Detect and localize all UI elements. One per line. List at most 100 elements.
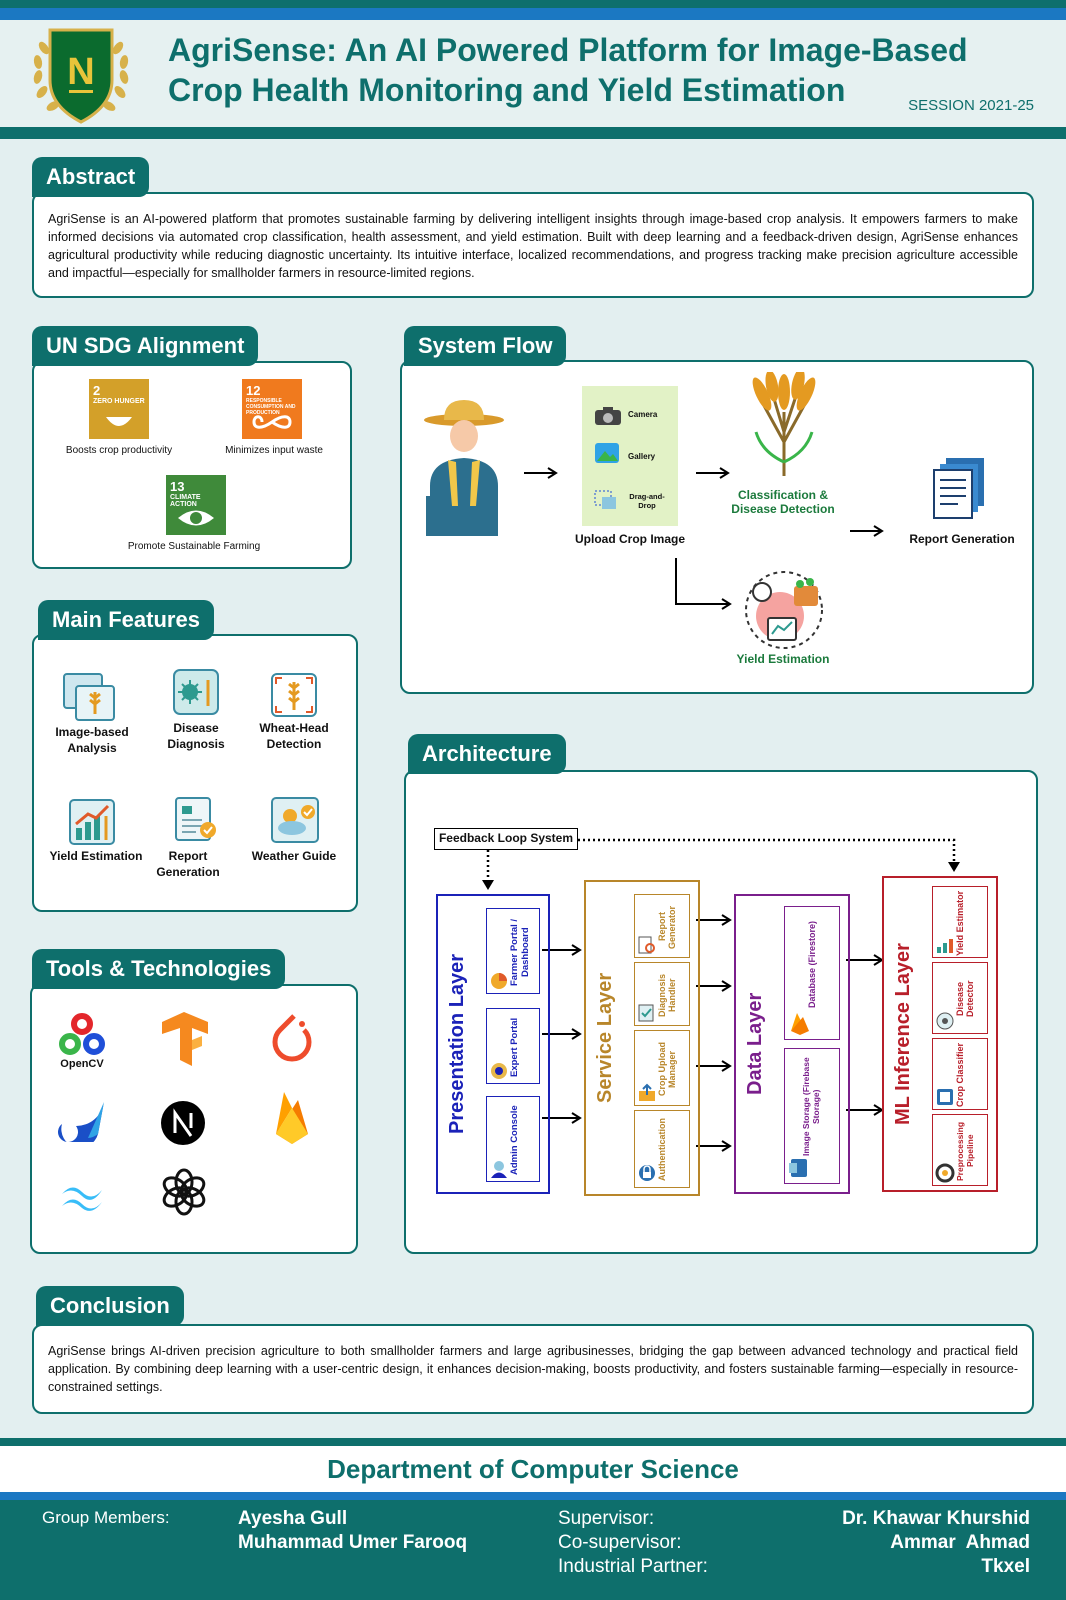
admin-console-label: Admin Console (509, 1105, 520, 1175)
camera-icon (595, 407, 621, 425)
feature-yield-estimation-label: Yield Estimation (49, 849, 143, 863)
flutter-like-icon (58, 1102, 104, 1142)
arrow-right-icon (524, 467, 558, 479)
upload-icon (639, 1083, 655, 1101)
expert-icon (491, 1063, 507, 1079)
crop-upload-manager-label: Crop Upload Manager (657, 1042, 677, 1096)
member-2: Muhammad Umer Farooq (238, 1532, 468, 1553)
report-generator-card: Report Generator (634, 894, 690, 958)
header-bottom-band (0, 127, 1066, 139)
wheat-icon (271, 673, 317, 717)
yield-estimation-label: Yield Estimation (736, 652, 830, 666)
sdg-13-tile: 13 CLIMATE ACTION (166, 475, 226, 535)
crop-upload-manager-card: Crop Upload Manager (634, 1030, 690, 1106)
abstract-box: AgriSense is an AI-powered platform that… (32, 192, 1034, 298)
database-card: Database (Firestore) (784, 906, 840, 1040)
diagnosis-icon (638, 1004, 654, 1022)
crop-classifier-label: Crop Classifier (955, 1042, 965, 1108)
header (0, 20, 1066, 127)
feedback-loop-box: Feedback Loop System (434, 828, 578, 850)
authentication-card: Authentication (634, 1110, 690, 1188)
data-layer: Data Layer Database (Firestore) Image St… (734, 894, 850, 1194)
infinity-icon (252, 415, 292, 429)
footer-accent-band (0, 1492, 1066, 1500)
report-icon (175, 797, 216, 841)
abstract-heading: Abstract (32, 157, 150, 197)
footer-top-band (0, 1438, 1066, 1446)
tailwind-icon (62, 1187, 102, 1211)
session-label: SESSION 2021-25 (908, 97, 1034, 114)
image-storage-label: Image Storage (Firebase Storage) (801, 1057, 821, 1157)
classifier-icon (937, 1089, 953, 1105)
abstract-text: AgriSense is an AI-powered platform that… (48, 212, 1018, 280)
upload-options-panel: Camera Gallery Drag-and-Drop (582, 386, 678, 526)
yield-estimator-card: Yield Estimator (932, 886, 988, 958)
admin-icon (491, 1161, 507, 1178)
dashboard-icon (491, 973, 507, 989)
firebase-small-icon (791, 1013, 809, 1035)
cosupervisor-name: Ammar Ahmad (890, 1532, 1030, 1553)
service-layer: Service Layer Report Generator Diagnosis… (584, 880, 700, 1196)
tensorflow-icon (162, 1012, 208, 1066)
ml-layer-title: ML Inference Layer (892, 943, 914, 1125)
feature-weather-guide-label: Weather Guide (251, 849, 337, 863)
service-layer-title: Service Layer (594, 972, 616, 1104)
eye-globe-icon (178, 510, 214, 526)
opencv-icon (59, 1013, 105, 1055)
conclusion-box: AgriSense brings AI-driven precision agr… (32, 1324, 1034, 1414)
yield-estimation-icon (745, 571, 823, 649)
gallery-icon (595, 443, 619, 463)
feature-disease-diagnosis-label: Disease Diagnosis (167, 721, 225, 751)
authentication-label: Authentication (657, 1118, 667, 1182)
sdg-heading: UN SDG Alignment (32, 326, 259, 366)
arrow-right-icon (696, 467, 730, 479)
farmer-portal-card: Farmer Portal / Dashboard (486, 908, 540, 994)
arrow-right-icon (850, 525, 884, 537)
detector-icon (936, 1012, 954, 1030)
gallery-label: Gallery (628, 452, 656, 461)
logo-letter: N (67, 51, 94, 93)
farmer-icon (424, 400, 504, 536)
sdg-2-tile: 2 ZERO HUNGER (89, 379, 149, 439)
diagnosis-handler-label: Diagnosis Handler (657, 973, 677, 1017)
admin-console-card: Admin Console (486, 1096, 540, 1182)
report-doc-icon (933, 458, 984, 519)
supervisor-name: Dr. Khawar Khurshid (842, 1508, 1030, 1529)
system-flow-box: Camera Gallery Drag-and-Drop Upload Crop… (400, 360, 1034, 694)
ml-inference-layer: ML Inference Layer Yield Estimator Disea… (882, 876, 998, 1192)
presentation-layer: Presentation Layer Farmer Portal / Dashb… (436, 894, 550, 1194)
yield-estimator-label: Yield Estimator (955, 890, 965, 956)
member-1: Ayesha Gull (238, 1508, 348, 1529)
branch-arrow-icon (675, 558, 732, 610)
tools-heading: Tools & Technologies (32, 949, 286, 989)
disease-detector-label: Disease Detector (955, 980, 975, 1018)
chart-icon (69, 799, 115, 845)
cosupervisor-label: Co-supervisor: (558, 1532, 682, 1553)
diagnosis-handler-card: Diagnosis Handler (634, 962, 690, 1026)
sdg-12-tile: 12 RESPONSIBLE CONSUMPTION AND PRODUCTIO… (242, 379, 302, 439)
footer: Group Members: Ayesha Gull Muhammad Umer… (0, 1500, 1066, 1600)
opencv-label: OpenCV (60, 1058, 104, 1070)
data-layer-title: Data Layer (744, 992, 766, 1096)
expert-portal-label: Expert Portal (509, 1017, 520, 1077)
expert-portal-card: Expert Portal (486, 1008, 540, 1084)
weather-icon (271, 797, 319, 843)
department-title: Department of Computer Science (0, 1446, 1066, 1492)
bowl-icon (106, 417, 132, 426)
pipeline-icon (935, 1163, 955, 1183)
architecture-box: Feedback Loop System Presentation Layer … (404, 770, 1038, 1254)
upload-crop-image-label: Upload Crop Image (574, 532, 685, 546)
disease-detector-card: Disease Detector (932, 962, 988, 1034)
image-icon (63, 673, 115, 721)
preprocessing-label: Preprocessing Pipeline (955, 1121, 975, 1181)
tools-box: OpenCV (30, 984, 358, 1254)
farmer-portal-label: Farmer Portal / Dashboard (509, 918, 531, 986)
university-logo: N (33, 28, 129, 124)
sdg-13-caption: Promote Sustainable Farming (127, 541, 261, 552)
firebase-icon (276, 1092, 308, 1144)
database-label: Database (Firestore) (807, 920, 817, 1008)
top-accent-band (0, 8, 1066, 20)
crop-classifier-card: Crop Classifier (932, 1038, 988, 1110)
feature-report-generation-label: Report Generation (156, 849, 220, 879)
camera-label: Camera (628, 410, 658, 419)
